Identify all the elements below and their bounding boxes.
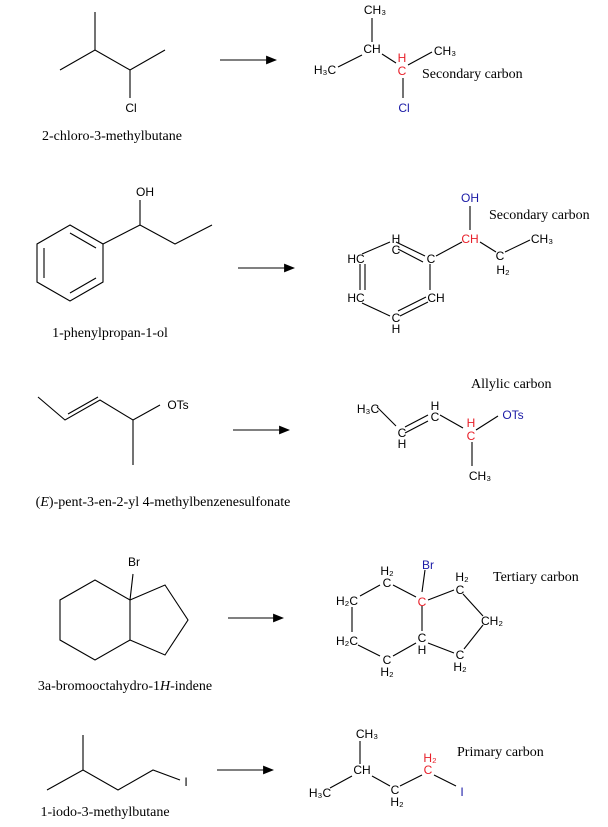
atom-label: CH₃ — [469, 469, 491, 483]
atom-label: H₃C — [357, 402, 380, 416]
atom-label: C — [392, 243, 401, 257]
heteroatom-label: I — [460, 785, 463, 799]
heteroatom-label: Cl — [398, 101, 409, 115]
atom-label: CH — [353, 763, 370, 777]
highlighted-carbon: CH — [461, 232, 478, 246]
molecule-pentenyl-tosylate-expanded: H₃C C H H C H C OTs CH₃ Allylic carbon — [357, 377, 552, 483]
atom-label: C — [383, 576, 392, 590]
atom-label: H₂C — [336, 594, 358, 608]
atom-label: CH₂ — [481, 614, 503, 628]
atom-label: H — [418, 643, 427, 657]
atom-label: H₂ — [380, 564, 394, 578]
atom-label: CH₃ — [356, 727, 378, 741]
molecule-1-phenylpropan-1-ol-skeletal: OH 1-phenylpropan-1-ol — [36, 185, 213, 341]
molecule-bromooctahydroindene-skeletal: Br 3a-bromooctahydro-1H-indene — [38, 555, 212, 694]
molecule-1-iodo-3-methylbutane-skeletal: I 1-iodo-3-methylbutane — [40, 735, 188, 820]
atom-label: H₂C — [336, 634, 358, 648]
atom-label: C — [392, 311, 401, 325]
atom-label: H₂ — [455, 570, 469, 584]
molecule-bromooctahydroindene-expanded: H₂ C Br C H₂ C H₂C CH₂ H₂C C H C H₂ C H₂… — [336, 558, 579, 679]
highlighted-carbon: C — [467, 429, 476, 443]
atom-label: C — [383, 653, 392, 667]
atom-label: OTs — [167, 398, 188, 412]
molecule-2-chloro-3-methylbutane-expanded: CH₃ CH H₃C H C CH₃ Cl Secondary carbon — [314, 3, 523, 115]
highlighted-atom: H — [467, 416, 476, 430]
molecule-1-iodo-3-methylbutane-expanded: CH₃ CH H₃C C H₂ H₂ C I Primary carbon — [309, 727, 544, 809]
compound-name: 1-phenylpropan-1-ol — [52, 326, 168, 341]
atom-label: HC — [347, 252, 365, 266]
highlighted-carbon: C — [424, 763, 433, 777]
molecule-1-phenylpropan-1-ol-expanded: H C HC HC C CH C H OH CH C H₂ CH₃ Second… — [347, 191, 589, 336]
highlighted-atom: H₂ — [423, 751, 437, 765]
atom-label: HC — [347, 291, 365, 305]
heteroatom-label: OTs — [502, 408, 523, 422]
atom-label: CH — [363, 42, 380, 56]
atom-label: H — [431, 399, 440, 413]
atom-label: H₂ — [390, 795, 404, 809]
atom-label: I — [184, 775, 187, 789]
atom-label: C — [427, 252, 436, 266]
molecule-pentenyl-tosylate-skeletal: OTs (E)-pent-3-en-2-yl 4-methylbenzenesu… — [36, 396, 291, 510]
atom-label: H₂ — [380, 665, 394, 679]
atom-label: C — [456, 648, 465, 662]
heteroatom-label: Br — [422, 558, 434, 572]
highlighted-atom: H — [398, 51, 407, 65]
atom-label: H₃C — [309, 786, 332, 800]
highlighted-carbon: C — [418, 595, 427, 609]
atom-label: C — [456, 583, 465, 597]
molecule-2-chloro-3-methylbutane-skeletal: Cl 2-chloro-3-methylbutane — [42, 12, 182, 144]
carbon-type-label: Allylic carbon — [471, 377, 551, 392]
atom-label: H — [398, 437, 407, 451]
atom-label: CH₃ — [364, 3, 386, 17]
compound-name: 3a-bromooctahydro-1H-indene — [38, 679, 212, 694]
atom-label: Cl — [125, 101, 136, 115]
atom-label: H₃C — [314, 63, 337, 77]
carbon-type-label: Secondary carbon — [489, 208, 590, 223]
atom-label: Br — [128, 555, 140, 569]
compound-name: 2-chloro-3-methylbutane — [42, 129, 182, 144]
carbon-type-label: Secondary carbon — [422, 67, 523, 82]
atom-label: H — [392, 322, 401, 336]
atom-label: OH — [136, 185, 154, 199]
atom-label: CH — [427, 291, 444, 305]
atom-label: C — [418, 631, 427, 645]
atom-label: C — [496, 249, 505, 263]
atom-label: CH₃ — [531, 232, 553, 246]
heteroatom-label: OH — [461, 191, 479, 205]
atom-label: H₂ — [453, 660, 467, 674]
atom-label: C — [398, 426, 407, 440]
atom-label: H — [392, 232, 401, 246]
carbon-type-label: Primary carbon — [457, 745, 544, 760]
atom-label: H₂ — [496, 263, 510, 277]
atom-label: CH₃ — [434, 44, 456, 58]
atom-label: C — [391, 783, 400, 797]
carbon-type-label: Tertiary carbon — [493, 570, 579, 585]
compound-name: 1-iodo-3-methylbutane — [40, 805, 169, 820]
highlighted-carbon: C — [398, 64, 407, 78]
atom-label: C — [431, 410, 440, 424]
compound-name: (E)-pent-3-en-2-yl 4-methylbenzenesulfon… — [36, 495, 291, 510]
